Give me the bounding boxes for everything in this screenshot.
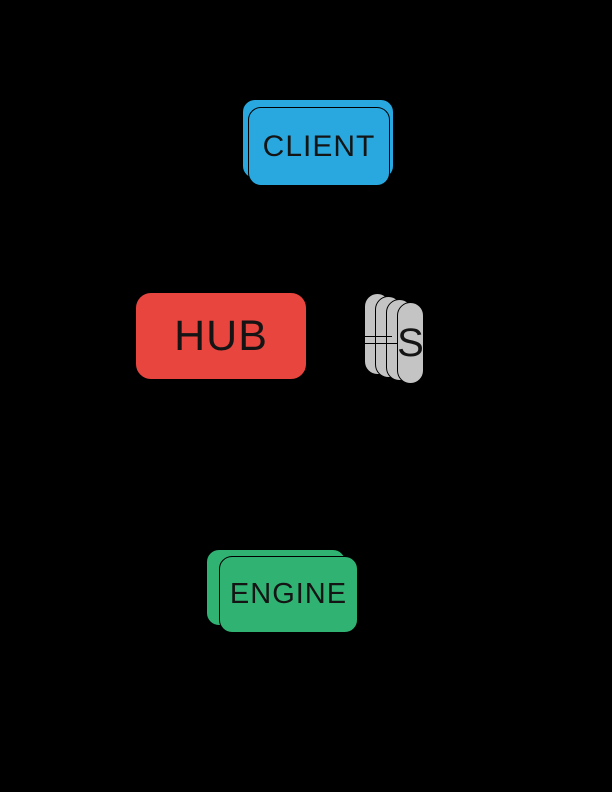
hub-box: HUB bbox=[135, 292, 307, 380]
connector-line-segment bbox=[357, 336, 392, 337]
connector-line-segment bbox=[357, 343, 403, 344]
engine-label: ENGINE bbox=[229, 578, 348, 610]
scheduler-pill-front: S bbox=[397, 302, 424, 384]
hub-label: HUB bbox=[174, 311, 268, 360]
engine-card-front: ENGINE bbox=[219, 556, 358, 633]
client-label: CLIENT bbox=[262, 129, 376, 163]
client-card-front: CLIENT bbox=[248, 107, 390, 186]
schedulers-label: S bbox=[397, 321, 424, 365]
